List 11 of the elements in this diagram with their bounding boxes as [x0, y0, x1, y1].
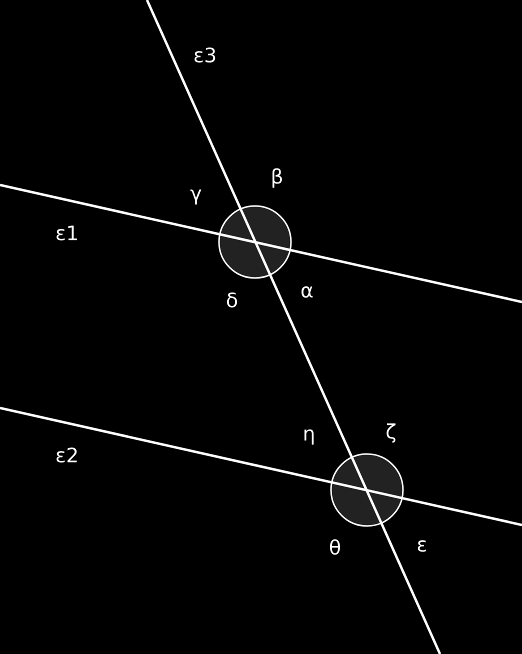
- angle-label: ζ: [386, 423, 396, 443]
- angle-label: θ: [330, 539, 340, 555]
- angle-label: η: [304, 429, 314, 445]
- angle-label: α: [302, 286, 313, 298]
- angle-label: δ: [227, 292, 237, 308]
- angle-label: ε: [418, 540, 426, 552]
- angle-label: β: [272, 168, 282, 188]
- angle-label: ε3: [194, 47, 216, 63]
- angle-label: ε1: [56, 226, 77, 240]
- angle-label: ε2: [56, 447, 77, 463]
- angle-label: γ: [190, 190, 202, 205]
